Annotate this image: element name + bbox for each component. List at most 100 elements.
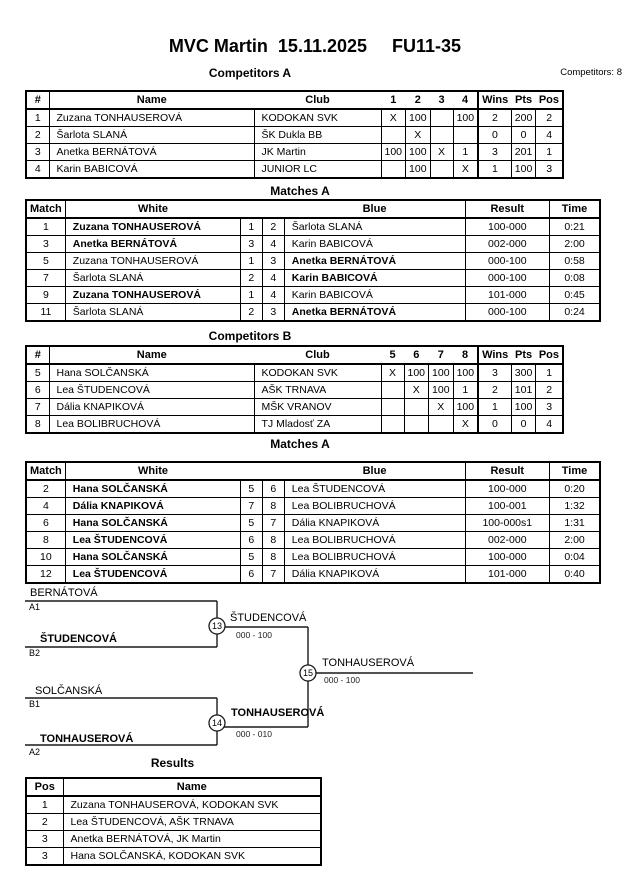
- competitor-name-cell: Lea ŠTUDENCOVÁ: [48, 381, 255, 399]
- competitor-number-cell: 7: [25, 398, 50, 416]
- grid-cell: 100: [428, 381, 454, 399]
- match-row: 12 Lea ŠTUDENCOVÁ 6 7 Dália KNAPIKOVÁ 10…: [25, 565, 601, 584]
- blue-seed-cell: 7: [261, 514, 285, 532]
- white-seed-cell: 5: [239, 479, 263, 498]
- match-number-cell: 4: [25, 497, 66, 515]
- column-header: Club: [305, 93, 330, 106]
- result-cell: 100-000: [464, 548, 550, 566]
- competitors-a-title: Competitors A: [208, 66, 292, 80]
- pos-cell: 1: [535, 143, 564, 161]
- competitor-row: 6 Lea ŠTUDENCOVÁ AŠK TRNAVA X 100 1 2 10…: [25, 381, 564, 399]
- club-cell: TJ Mladosť ZA: [253, 415, 382, 434]
- match-15-circle: [299, 664, 317, 682]
- blue-name-cell: Lea BOLIBRUCHOVÁ: [283, 497, 466, 515]
- blue-seed-cell: 4: [261, 269, 285, 287]
- blue-name-cell: Lea BOLIBRUCHOVÁ: [283, 531, 466, 549]
- column-header: [262, 200, 284, 218]
- match-number-cell: 5: [25, 252, 66, 270]
- match-13-number: 13: [212, 621, 222, 631]
- white-name-cell: Dália KNAPIKOVÁ: [64, 497, 241, 515]
- white-seed-cell: 7: [239, 497, 263, 515]
- column-header: Result: [464, 462, 550, 480]
- column-header: White: [138, 464, 168, 477]
- grid-cell: [429, 126, 454, 144]
- grid-cell: 100: [405, 143, 431, 161]
- white-name-cell: Lea ŠTUDENCOVÁ: [64, 565, 241, 584]
- column-header: Club: [305, 348, 330, 361]
- match-row: 6 Hana SOLČANSKÁ 5 7 Dália KNAPIKOVÁ 100…: [25, 514, 601, 532]
- white-seed-cell: 2: [239, 303, 263, 322]
- club-cell: ŠK Dukla BB: [253, 126, 382, 144]
- grid-cell: [380, 126, 407, 144]
- result-cell: 100-001: [464, 497, 550, 515]
- result-cell: 101-000: [464, 565, 550, 584]
- white-seed-cell: 6: [239, 531, 263, 549]
- white-seed-cell: 1: [239, 217, 263, 236]
- white-name-cell: Hana SOLČANSKÁ: [64, 548, 241, 566]
- match-14-number: 14: [212, 718, 222, 728]
- result-cell: 100-000: [464, 217, 550, 236]
- results-title: Results: [150, 756, 195, 770]
- wins-cell: 1: [477, 160, 512, 179]
- time-cell: 2:00: [548, 531, 601, 549]
- blue-name-cell: Anetka BERNÁTOVÁ: [283, 252, 466, 270]
- white-seed-cell: 1: [239, 286, 263, 304]
- blue-name-cell: Dália KNAPIKOVÁ: [283, 514, 466, 532]
- competitor-number-cell: 6: [25, 381, 50, 399]
- column-header: Match: [26, 200, 66, 218]
- column-header: Name: [176, 780, 207, 793]
- grid-cell: 100: [428, 363, 454, 382]
- final-position-cell: 1: [25, 795, 64, 814]
- grid-cell: X: [428, 398, 454, 416]
- grid-cell: 100: [405, 108, 431, 127]
- pos-cell: 1: [535, 363, 564, 382]
- result-row: 3 Anetka BERNÁTOVÁ, JK Martin: [25, 830, 322, 848]
- match-row: 2 Hana SOLČANSKÁ 5 6 Lea ŠTUDENCOVÁ 100-…: [25, 479, 601, 498]
- white-name-cell: Lea ŠTUDENCOVÁ: [64, 531, 241, 549]
- pos-cell: 3: [535, 398, 564, 416]
- grid-cell: X: [452, 415, 479, 434]
- grid-cell: [403, 398, 430, 416]
- column-header: 4: [462, 93, 469, 106]
- grid-cell: 100: [403, 363, 430, 382]
- table-header-row: # Name Club 5 6 7 8 Wins Pts Pos: [26, 346, 563, 364]
- grid-cell: [429, 108, 454, 127]
- competitors-a-table: # Name Club 1 2 3 4 Wins Pts Pos 1 Zuzan…: [25, 90, 564, 179]
- column-header: 8: [462, 348, 469, 361]
- white-seed-cell: 1: [239, 252, 263, 270]
- grid-cell: [380, 160, 407, 179]
- white-seed-cell: 5: [239, 514, 263, 532]
- grid-cell: X: [403, 381, 430, 399]
- bracket-seed-label: B1: [29, 699, 41, 709]
- time-cell: 0:20: [548, 479, 601, 498]
- grid-cell: 100: [452, 108, 479, 127]
- grid-cell: 100: [405, 160, 431, 179]
- club-cell: KODOKAN SVK: [253, 108, 382, 127]
- white-name-cell: Zuzana TONHAUSEROVÁ: [64, 252, 241, 270]
- column-header: Pts: [514, 348, 533, 361]
- match-number-cell: 10: [25, 548, 66, 566]
- column-header: Match: [26, 462, 66, 480]
- column-header: Time: [548, 462, 601, 480]
- column-header: 1: [390, 93, 397, 106]
- pts-cell: 0: [510, 126, 537, 144]
- column-header: Pos: [538, 93, 559, 106]
- competitor-row: 2 Šarlota SLANÁ ŠK Dukla BB X 0 0 4: [25, 126, 564, 144]
- wins-cell: 2: [477, 108, 512, 127]
- pos-cell: 3: [535, 160, 564, 179]
- pts-cell: 200: [510, 108, 537, 127]
- final-position-cell: 3: [25, 847, 64, 866]
- match-number-cell: 8: [25, 531, 66, 549]
- final-position-cell: 2: [25, 813, 64, 831]
- pts-cell: 300: [510, 363, 537, 382]
- time-cell: 0:58: [548, 252, 601, 270]
- grid-cell: X: [405, 126, 431, 144]
- competitor-row: 3 Anetka BERNÁTOVÁ JK Martin 100 100 X 1…: [25, 143, 564, 161]
- white-name-cell: Šarlota SLANÁ: [64, 269, 241, 287]
- competitor-row: 8 Lea BOLIBRUCHOVÁ TJ Mladosť ZA X 0 0 4: [25, 415, 564, 434]
- match-number-cell: 6: [25, 514, 66, 532]
- time-cell: 0:40: [548, 565, 601, 584]
- bracket-winner-name: ŠTUDENCOVÁ: [230, 612, 307, 624]
- match-row: 11 Šarlota SLANÁ 2 3 Anetka BERNÁTOVÁ 00…: [25, 303, 601, 322]
- white-name-cell: Hana SOLČANSKÁ: [64, 514, 241, 532]
